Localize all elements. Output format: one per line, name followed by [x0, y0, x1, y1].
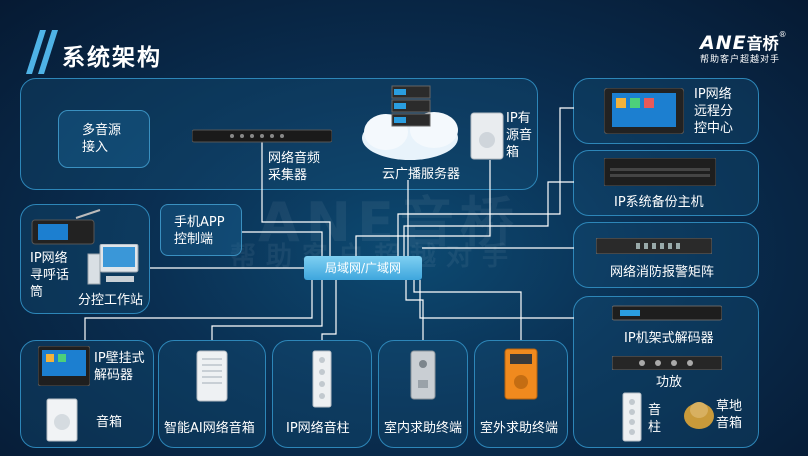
ai-speaker-label: 智能AI网络音箱 — [164, 421, 255, 436]
lawn-speaker-icon — [684, 402, 714, 429]
brand-logo: ANE音桥® 帮助客户超越对手 — [700, 30, 787, 65]
speaker-label: 音箱 — [96, 415, 123, 430]
lawn-speaker-label: 草地 音箱 — [716, 399, 743, 431]
indoor-terminal-icon — [410, 350, 436, 400]
title-stripes-icon — [26, 30, 58, 74]
backup-host-label: IP系统备份主机 — [614, 195, 704, 210]
paging-mic-icon — [31, 209, 101, 245]
cloud-server-label: 云广播服务器 — [382, 167, 461, 182]
rack-decoder-icon — [612, 305, 722, 321]
remote-console-icon — [604, 88, 684, 134]
line-rack — [419, 280, 574, 319]
line-remote — [397, 107, 574, 256]
backup-host-icon — [604, 158, 716, 186]
remote-console-label: IP网络 远程分 控中心 — [694, 87, 734, 136]
line-ai — [211, 280, 323, 340]
app-label: 手机APP 控制端 — [174, 215, 225, 247]
amplifier-label: 功放 — [656, 375, 683, 390]
active-speaker-label: IP有 源音 箱 — [506, 111, 533, 160]
rack-group-panel — [573, 296, 759, 448]
logo-cn: 音桥 — [746, 34, 779, 53]
line-collector — [261, 140, 331, 256]
multi-source-label: 多音源 接入 — [82, 123, 122, 155]
cloud-server-icon — [362, 85, 458, 160]
speaker-icon — [46, 398, 78, 442]
active-speaker-icon — [470, 112, 504, 160]
column-speaker-label: IP网络音柱 — [286, 421, 350, 436]
column-speaker-icon — [312, 350, 332, 408]
amplifier-icon — [612, 356, 722, 370]
workstation-label: 分控工作站 — [78, 293, 144, 308]
line-outdoor — [413, 280, 522, 340]
line-backup — [403, 181, 574, 256]
line-active-speaker — [355, 160, 491, 256]
fire-matrix-icon — [596, 238, 712, 254]
column-icon — [622, 392, 642, 442]
paging-mic-label: IP网络 寻呼话 筒 — [30, 251, 70, 300]
network-hub: 局域网/广域网 — [304, 256, 422, 280]
app-box — [160, 204, 242, 256]
outdoor-terminal-label: 室外求助终端 — [480, 421, 559, 436]
column-label: 音 柱 — [648, 403, 662, 435]
page-title: 系统架构 — [62, 45, 162, 71]
multi-source-box — [58, 110, 150, 168]
logo-registered: ® — [778, 30, 787, 39]
wall-decoder-label: IP壁挂式 解码器 — [94, 351, 145, 383]
ai-speaker-icon — [196, 350, 228, 402]
outdoor-terminal-icon — [504, 348, 538, 400]
line-wall — [84, 280, 313, 340]
fire-matrix-panel — [573, 222, 759, 288]
rack-decoder-label: IP机架式解码器 — [624, 331, 714, 346]
logo-ane: ANE — [700, 32, 747, 54]
wall-decoder-icon — [38, 346, 90, 386]
audio-collector-label: 网络音频 采集器 — [268, 151, 321, 183]
audio-collector-icon — [192, 129, 332, 143]
indoor-terminal-label: 室内求助终端 — [384, 421, 463, 436]
workstation-icon — [87, 244, 139, 285]
line-indoor — [405, 280, 424, 340]
line-column — [321, 280, 337, 340]
logo-slogan: 帮助客户超越对手 — [700, 55, 781, 65]
line-app — [242, 231, 323, 256]
fire-matrix-label: 网络消防报警矩阵 — [610, 265, 715, 280]
